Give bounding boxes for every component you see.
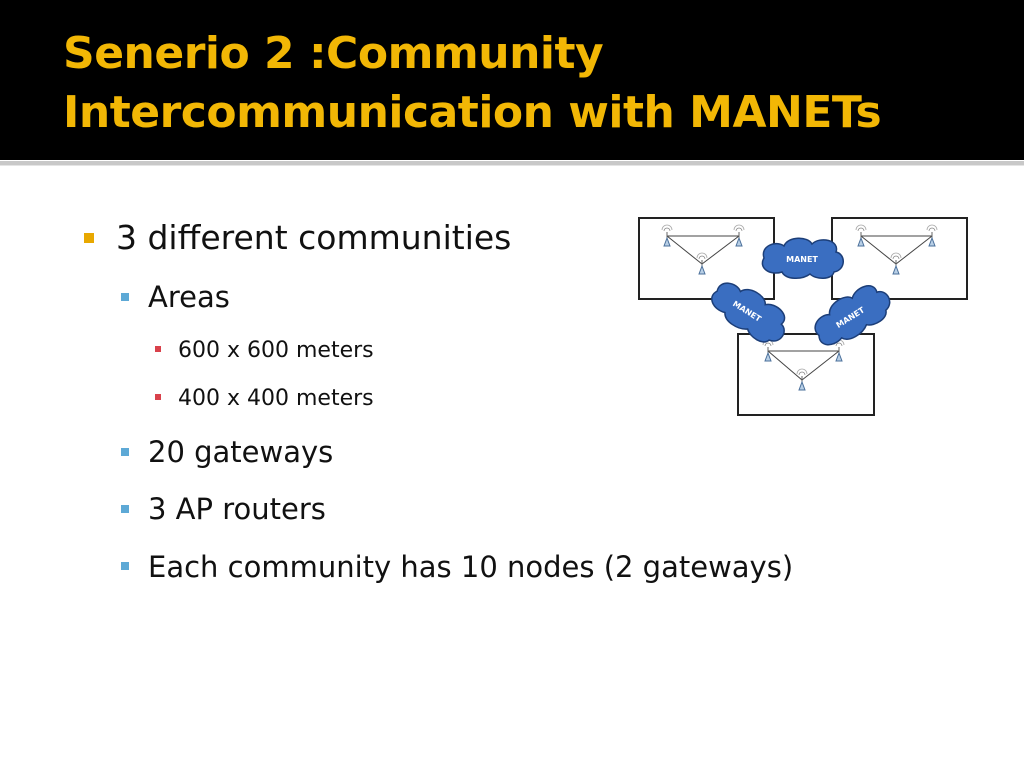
- node-triangle: [666, 235, 740, 265]
- community-box: [737, 333, 875, 416]
- community-box: [638, 217, 775, 300]
- bullet-item: Areas: [148, 280, 230, 314]
- cloud-icon: MANET: [814, 285, 891, 346]
- bullet-square-icon: [155, 394, 161, 400]
- cloud-icon: MANET: [761, 237, 844, 279]
- community-box: [831, 217, 968, 300]
- node-triangle: [860, 235, 933, 265]
- bullet-item: 600 x 600 meters: [178, 338, 374, 363]
- cloud-icon: MANET: [711, 282, 786, 343]
- bullet-item: 400 x 400 meters: [178, 386, 374, 411]
- bullet-square-icon: [121, 562, 129, 570]
- bullet-item: 20 gateways: [148, 435, 334, 469]
- cloud-label: MANET: [786, 255, 818, 264]
- title-bar: Senerio 2 :Community Intercommunication …: [0, 0, 1024, 160]
- bullet-square-icon: [121, 293, 129, 301]
- bullet-square-icon: [121, 505, 129, 513]
- title-divider: [0, 161, 1024, 166]
- bullet-item: 3 different communities: [116, 218, 512, 257]
- bullet-square-icon: [155, 346, 161, 352]
- bullet-square-icon: [84, 233, 94, 243]
- network-diagram-svg: MANET MANET MANET: [638, 217, 968, 416]
- bullet-item: Each community has 10 nodes (2 gateways): [148, 550, 794, 584]
- bullet-square-icon: [121, 448, 129, 456]
- node-triangle: [767, 350, 840, 381]
- network-diagram: MANET MANET MANET: [636, 214, 972, 420]
- bullet-item: 3 AP routers: [148, 492, 326, 526]
- slide-title: Senerio 2 :Community Intercommunication …: [63, 28, 882, 138]
